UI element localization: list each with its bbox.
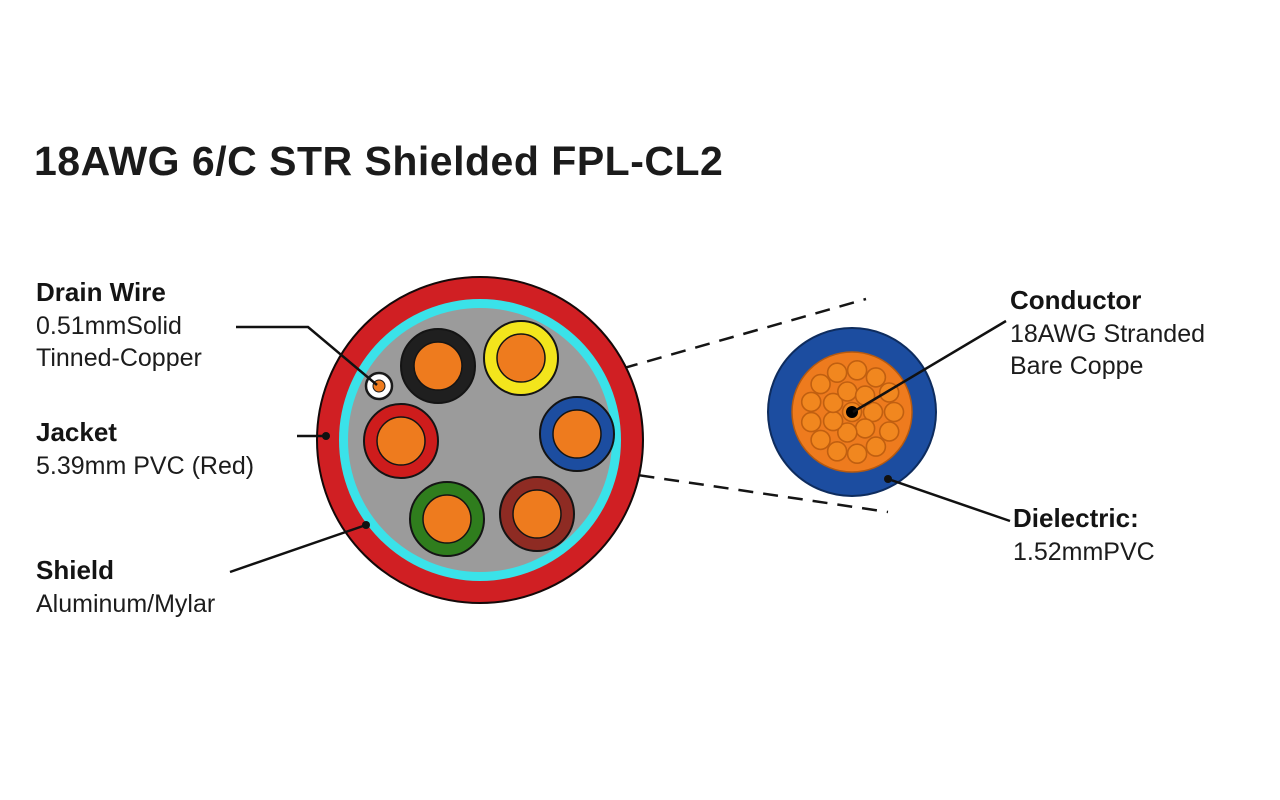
strand: [810, 429, 831, 451]
conductor-maroon: [499, 476, 575, 552]
strand: [883, 401, 905, 423]
conductor-heading: Conductor: [1010, 285, 1142, 315]
conductor-black-core: [413, 341, 463, 391]
strand: [810, 373, 831, 395]
label-jacket: Jacket 5.39mm PVC (Red): [36, 416, 254, 482]
leader-lines: [229, 319, 1011, 574]
strand: [846, 359, 868, 381]
strand: [878, 421, 900, 442]
label-dielectric: Dielectric: 1.52mmPVC: [1013, 502, 1155, 568]
conductor-red-core: [376, 416, 426, 466]
leader-line-shield: [229, 523, 367, 574]
jacket-spec-line1: 5.39mm PVC (Red): [36, 451, 255, 480]
shield-heading: Shield: [36, 555, 115, 585]
strand: [822, 410, 844, 432]
shield-spec-line1: Aluminum/Mylar: [36, 589, 216, 618]
drain-wire: [364, 371, 394, 401]
drain-wire-heading: Drain Wire: [36, 277, 166, 307]
drain-wire-spec-line2: Tinned-Copper: [36, 344, 202, 373]
conductor-black: [400, 328, 476, 404]
leader-line-dielectric: [887, 477, 1011, 523]
conductor-green-core: [422, 494, 472, 544]
conductor-maroon-core: [512, 489, 562, 539]
strand: [826, 362, 848, 384]
conductor-blue-core: [552, 409, 602, 459]
conductor-blue: [539, 396, 615, 472]
leader-line-conductor: [852, 319, 1007, 414]
conductor-green: [409, 481, 485, 557]
strand: [800, 411, 822, 433]
cable-cross-section: [316, 276, 644, 604]
strand: [865, 436, 887, 457]
strand: [836, 422, 858, 443]
jacket-heading: Jacket: [36, 417, 117, 447]
conductor-detail: [767, 327, 937, 497]
strand: [865, 367, 887, 388]
conductor-center-point: [846, 406, 858, 418]
strand: [822, 392, 844, 414]
strand: [862, 401, 884, 423]
diagram-title: 18AWG 6/C STR Shielded FPL-CL2: [34, 138, 724, 184]
strand: [846, 443, 868, 465]
leader-dot-shield: [362, 521, 370, 529]
drain-wire-spec-line1: 0.51mmSolid: [36, 311, 182, 340]
strand: [826, 440, 848, 462]
conductor-strands: [800, 359, 905, 465]
label-drain-wire: Drain Wire 0.51mmSolid Tinned-Copper: [36, 276, 202, 375]
conductor-red: [363, 403, 439, 479]
leader-dot-dielectric: [884, 475, 892, 483]
strand: [800, 391, 822, 413]
label-shield: Shield Aluminum/Mylar: [36, 554, 215, 620]
label-conductor: Conductor 18AWG Stranded Bare Coppe: [1010, 284, 1205, 383]
conductor-yellow: [483, 320, 559, 396]
conductor-spec-line2: Bare Coppe: [1010, 352, 1144, 381]
dielectric-spec-line1: 1.52mmPVC: [1013, 537, 1155, 566]
dielectric-heading: Dielectric:: [1013, 503, 1139, 533]
conductor-yellow-core: [496, 333, 546, 383]
leader-line-drain-wire: [236, 325, 378, 386]
strand: [854, 418, 876, 439]
leader-dot-jacket: [322, 432, 330, 440]
conductor-spec-line1: 18AWG Stranded: [1010, 319, 1206, 348]
strand: [836, 381, 858, 402]
